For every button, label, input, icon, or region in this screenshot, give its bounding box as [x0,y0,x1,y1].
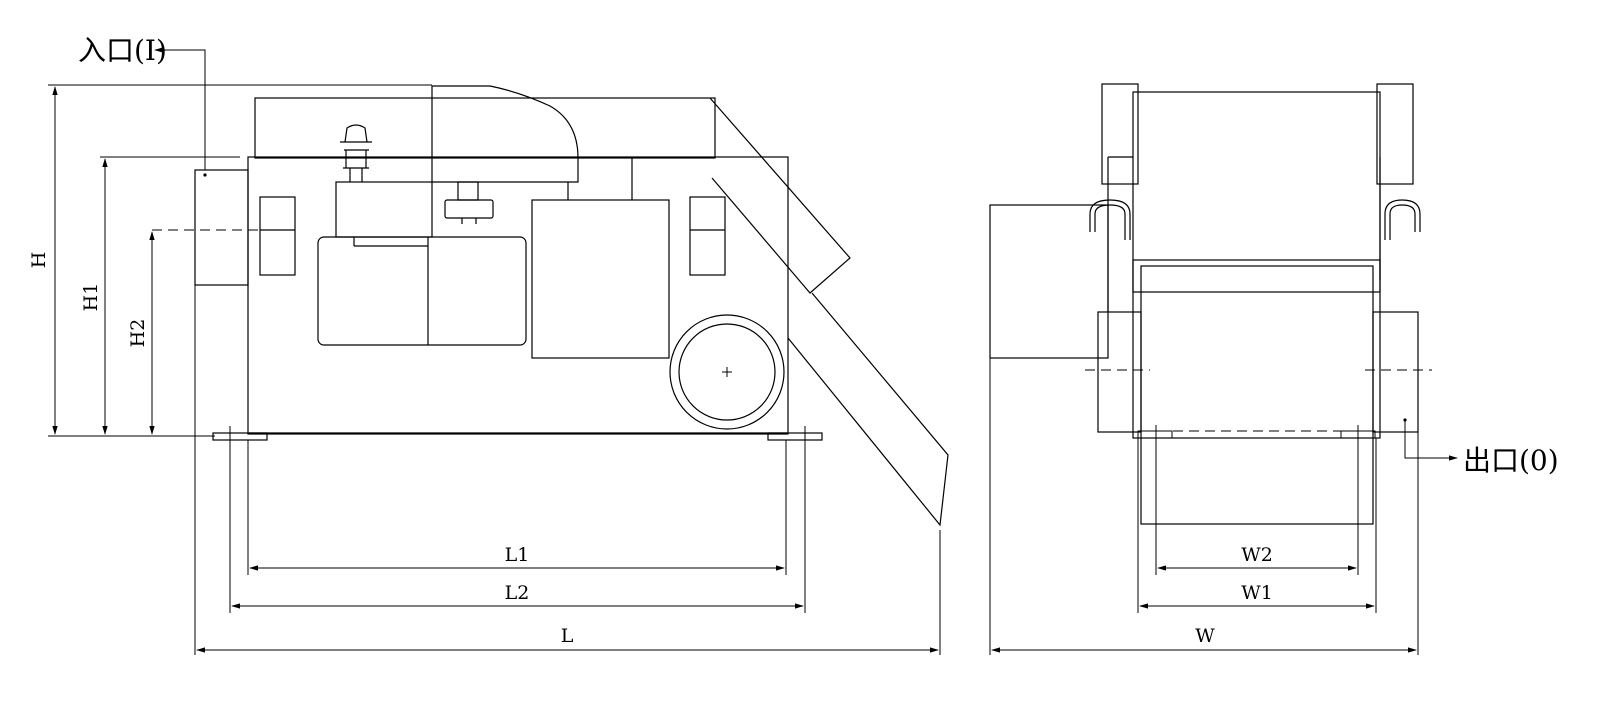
front-dimensions: W2 W1 W [989,358,1419,655]
front-inlet-box [989,204,1109,359]
lower-housing [1132,259,1381,439]
discharge-frame [1140,265,1374,525]
dim-label-w1: W1 [1241,582,1273,604]
bracket-left [1101,83,1139,185]
dim-label-l1: L1 [505,544,530,566]
discharge-chute [787,292,949,527]
hook-left [1089,199,1131,240]
outlet-label: 出口(0) [1463,444,1559,477]
side-window-left [259,196,296,276]
dim-label-w: W [1195,625,1215,647]
main-body [247,156,789,435]
drum-housing [1132,91,1381,293]
dim-label-h: H [28,252,50,269]
inlet-label: 入口(I) [78,34,167,67]
inlet-box [194,169,249,286]
dim-label-h2: H2 [127,319,149,348]
bracket-right [1376,83,1414,185]
drum-hood [431,85,579,183]
roller-inner [678,323,776,421]
upper-chute [709,97,851,294]
side-dimensions: H H1 H2 L1 L2 L [28,84,941,655]
dim-label-w2: W2 [1241,544,1273,566]
coupling [444,199,494,219]
dim-label-l2: L2 [505,582,530,604]
side-window-right [689,196,726,276]
front-view [989,83,1458,525]
dim-label-h1: H1 [80,283,102,312]
hook-right [1384,199,1421,240]
side-box-right [1372,311,1419,433]
roller-outer [669,314,785,430]
gearbox [531,199,670,359]
side-box-left [1097,311,1142,433]
motor-terminal-box [335,181,433,238]
side-view [152,47,949,527]
lifting-eye [340,124,372,182]
dim-label-l: L [561,625,574,647]
base-foot-right [767,432,823,441]
motor [317,236,527,346]
top-cover [254,97,716,159]
